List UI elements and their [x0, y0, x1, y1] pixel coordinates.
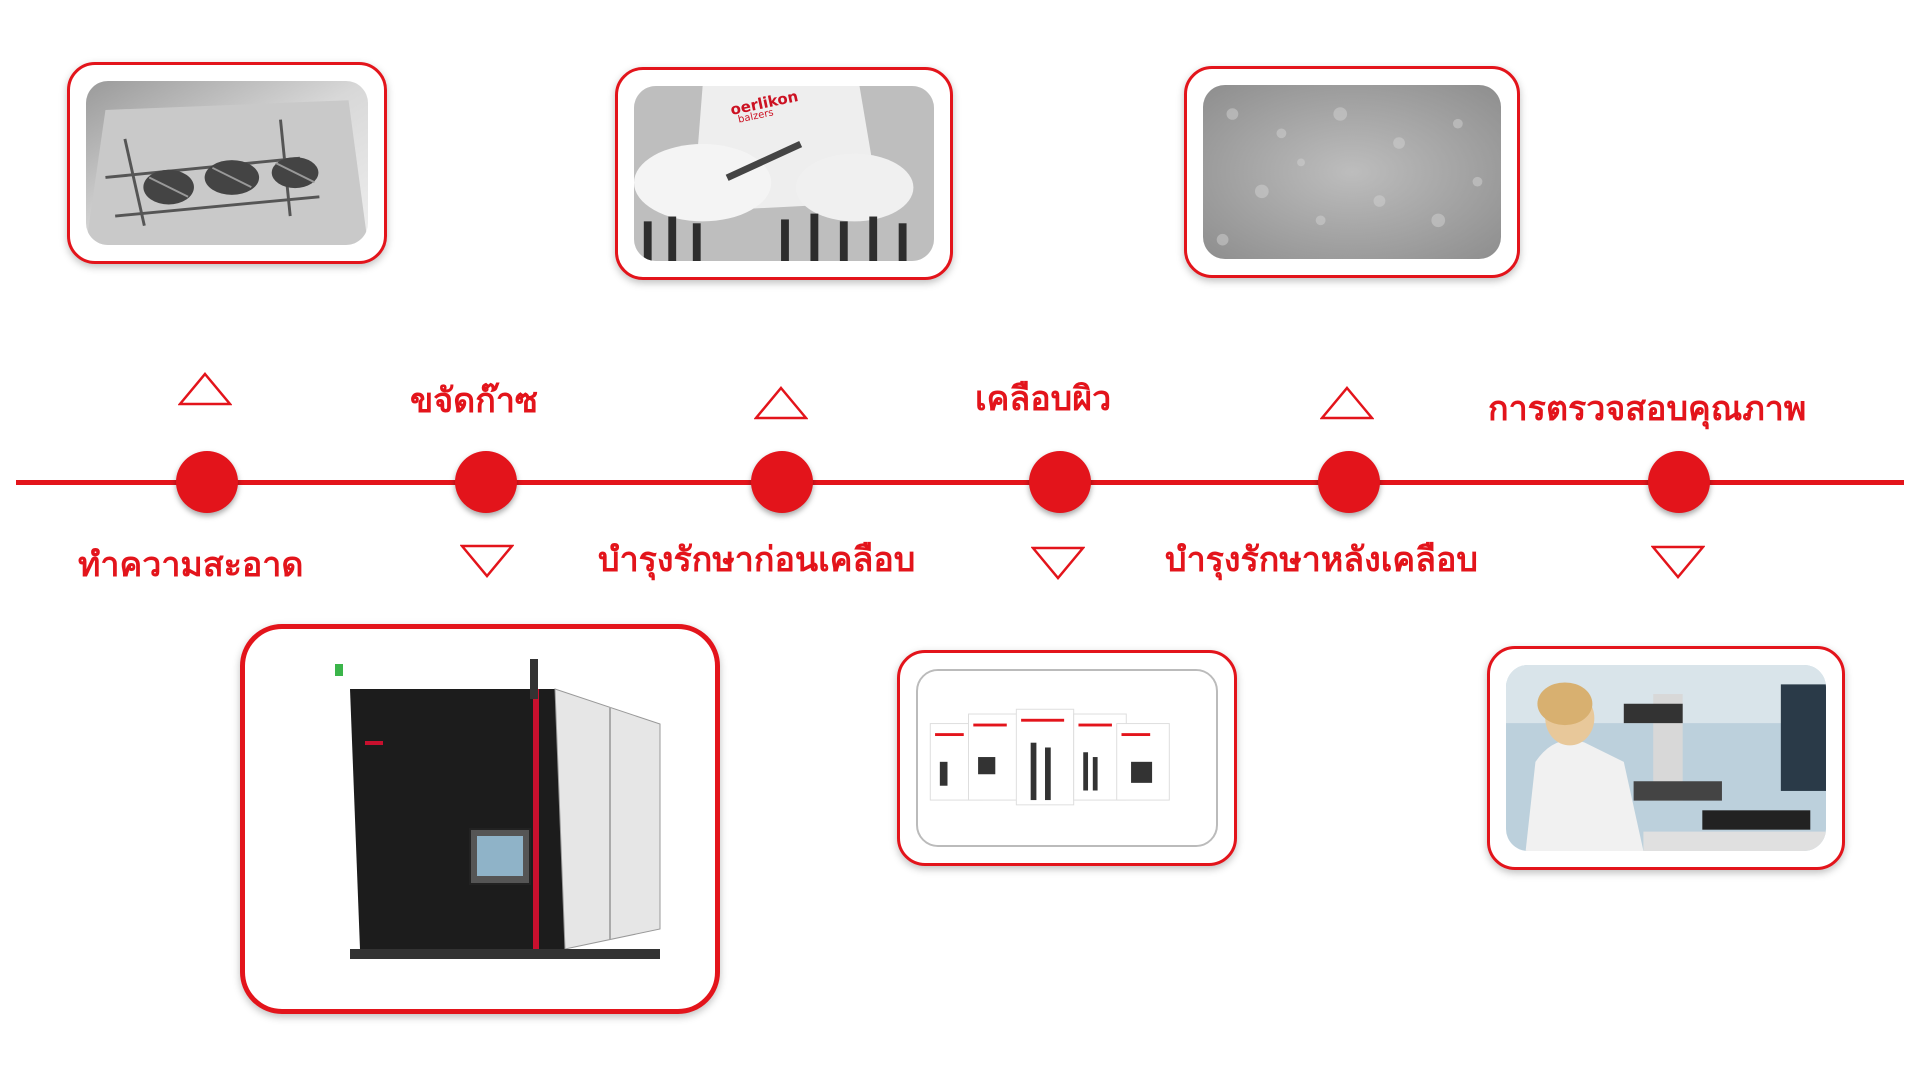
inspection-photo-frame — [1487, 646, 1845, 870]
process-timeline-line — [16, 480, 1904, 485]
coating-machine-frame — [240, 624, 720, 1014]
step-node-cleaning[interactable] — [176, 451, 238, 513]
step-node-pre-treatment[interactable] — [751, 451, 813, 513]
handling-photo-frame: oerlikon balzers — [615, 67, 953, 280]
down-triangle-icon — [1651, 545, 1705, 579]
down-triangle-icon — [460, 544, 514, 578]
coating-machine-image — [265, 649, 695, 989]
up-triangle-icon — [1320, 386, 1374, 420]
up-triangle-icon — [754, 386, 808, 420]
step-label-pre-treatment: บำรุงรักษาก่อนเคลือบ — [598, 540, 916, 580]
cleaning-photo-frame — [67, 62, 387, 264]
down-triangle-icon — [1031, 546, 1085, 580]
step-label-coating: เคลือบผิว — [975, 379, 1112, 419]
step-label-post-treatment: บำรุงรักษาหลังเคลือบ — [1165, 540, 1478, 580]
microscope-inspection-image — [1506, 665, 1826, 851]
brochures-image — [916, 669, 1218, 847]
step-node-coating[interactable] — [1029, 451, 1091, 513]
step-label-degassing: ขจัดก๊าซ — [410, 381, 538, 421]
brochures-photo-frame — [897, 650, 1237, 866]
step-label-cleaning: ทำความสะอาด — [78, 545, 304, 585]
tool-handling-image: oerlikon balzers — [634, 86, 934, 261]
cleaning-rack-image — [86, 81, 368, 245]
step-node-post-treatment[interactable] — [1318, 451, 1380, 513]
step-node-quality-inspection[interactable] — [1648, 451, 1710, 513]
up-triangle-icon — [178, 372, 232, 406]
surface-texture-image — [1203, 85, 1501, 259]
step-node-degassing[interactable] — [455, 451, 517, 513]
step-label-quality-inspection: การตรวจสอบคุณภาพ — [1488, 389, 1807, 429]
surface-photo-frame — [1184, 66, 1520, 278]
